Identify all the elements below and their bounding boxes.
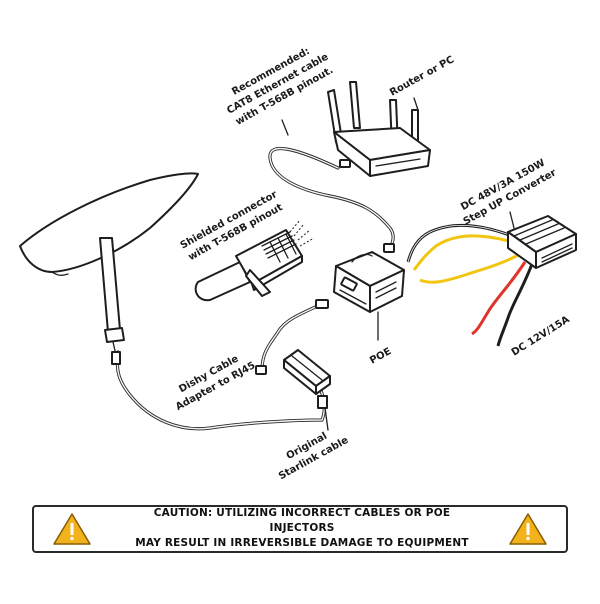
converter-output-wires <box>406 223 513 271</box>
leader-lines <box>281 97 515 431</box>
poe-injector <box>333 251 405 313</box>
poe-to-adapter-cable <box>260 299 329 372</box>
dishy-adapter <box>255 349 331 409</box>
adapter-rj45-plug <box>255 365 267 375</box>
dishy-adapter-label: Dishy Cable Adapter to RJ45 <box>174 353 257 413</box>
router-port-plug <box>339 159 351 168</box>
router <box>327 81 431 177</box>
ethernet-plug <box>383 243 395 253</box>
converter-input-wires <box>419 252 534 347</box>
router-label: Router or PC <box>388 54 456 98</box>
ethernet-cable <box>268 146 395 253</box>
starlink-dish <box>19 172 199 365</box>
connector-pins <box>261 231 297 263</box>
poe-label: POE <box>368 346 393 367</box>
shielded-connector <box>194 219 315 302</box>
dc-input-label: DC 12V/15A <box>510 314 572 358</box>
step-up-converter <box>507 215 577 269</box>
starlink-cable <box>115 350 327 431</box>
warning-icon <box>509 513 547 545</box>
poe-out-plug <box>315 299 329 309</box>
caution-line-1: CAUTION: UTILIZING INCORRECT CABLES OR P… <box>153 507 451 534</box>
converter-label: DC 48V/3A 150W Step UP Converter <box>459 158 558 228</box>
original-cable-label: Original Starlink cable <box>277 431 351 483</box>
caution-banner: CAUTION: UTILIZING INCORRECT CABLES OR P… <box>32 505 568 553</box>
caution-line-2: MAY RESULT IN IRREVERSIBLE DAMAGE TO EQU… <box>135 537 469 549</box>
original-cable-plug <box>317 395 328 409</box>
dish-cable-plug <box>111 351 121 365</box>
ethernet-cable-label: Recommended: CAT8 Ethernet cable with T-… <box>225 46 335 128</box>
warning-icon <box>53 513 91 545</box>
caution-text: CAUTION: UTILIZING INCORRECT CABLES OR P… <box>129 507 475 550</box>
